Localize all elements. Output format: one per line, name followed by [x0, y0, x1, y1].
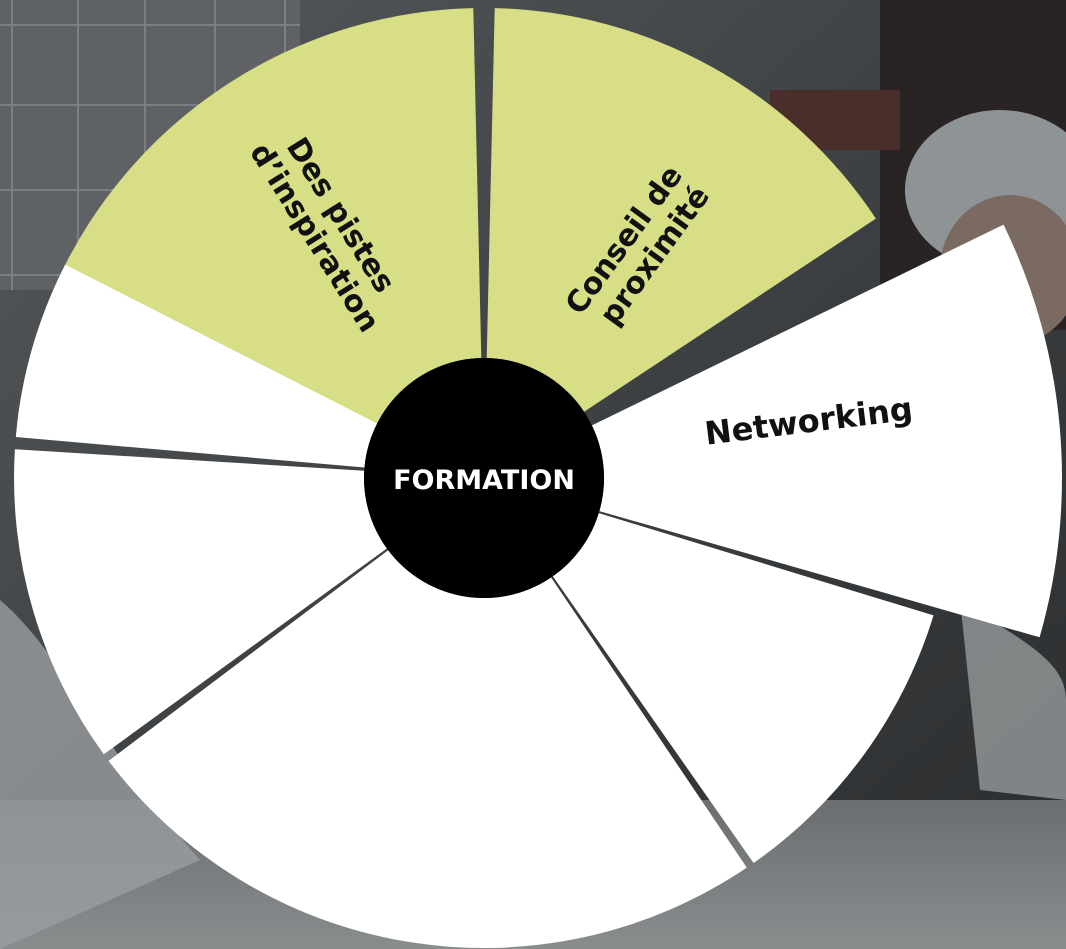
hub-circle: [364, 358, 604, 598]
segment-networking: [591, 224, 1062, 638]
segment-blank-lower-right: [552, 513, 934, 863]
wheel-segments: [14, 8, 1062, 948]
segment-blank-bottom: [108, 550, 747, 948]
segment-blank-left: [15, 264, 378, 468]
segment-blank-lower-left: [14, 449, 387, 755]
segment-conseil: [486, 8, 876, 412]
hub-label: FORMATION: [393, 465, 575, 496]
